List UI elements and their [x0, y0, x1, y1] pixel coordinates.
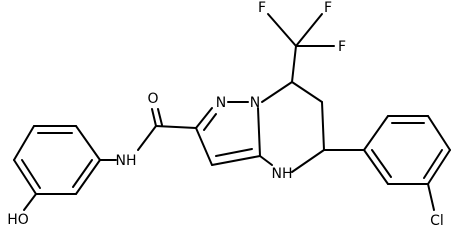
bond-n4-c3a [259, 155, 273, 166]
bond-c7-c6 [291, 81, 323, 103]
atom-hydroxyl: HO [7, 212, 29, 228]
bond-c7-cf3 [291, 45, 297, 83]
bond-cp5-chloro [427, 183, 435, 211]
atom-f-top-right: F [324, 0, 332, 16]
bond-ar5-hydroxyl [23, 193, 37, 211]
bond-c3a-n7a [257, 107, 261, 157]
bond-cp4-cp5 [427, 149, 451, 185]
atom-labels: F F F O N N NH NH HO Cl [7, 0, 444, 229]
bond-n7a-c7 [261, 81, 293, 103]
bond-ar3-ar4 [13, 125, 35, 161]
bond-cp6-cp1-inner [371, 149, 392, 178]
bond-ar6-ar1 [75, 159, 101, 195]
atom-ring-n2: N [250, 95, 260, 111]
atom-amide-nh: NH [116, 153, 137, 169]
bond-ar6-ar1-inner [72, 159, 93, 188]
atom-f-right: F [338, 39, 346, 55]
atom-chloro: Cl [430, 213, 444, 229]
bond-cf3-f-top-left [267, 13, 297, 47]
bond-cp3-cp4 [427, 115, 451, 151]
bond-carbonyl-oxygen-second [157, 108, 163, 126]
bond-ar4-ar5-inner [21, 159, 41, 189]
bond-c5-n4 [291, 149, 325, 173]
bond-c6-c5 [321, 101, 325, 151]
bond-c3-c3a [211, 155, 261, 166]
bond-carbonyl-oxygen [151, 108, 157, 127]
bond-ar1-ar2 [75, 125, 101, 161]
bond-cp6-cp1 [363, 149, 389, 185]
bond-ar4-ar5 [13, 159, 37, 195]
atom-carbonyl-oxygen: O [147, 91, 158, 107]
atom-f-top-left: F [258, 0, 266, 16]
bond-cp1-cp2 [363, 115, 389, 151]
bond-n1-c2-inner [203, 113, 217, 131]
bond-cp4-cp5-inner [423, 149, 443, 179]
atom-ring-nh: NH [272, 166, 293, 182]
bond-cf3-f-top-right [295, 13, 323, 47]
bond-carbonyl-amide-n [137, 125, 157, 151]
bond-n1-c2 [195, 107, 213, 129]
bond-c3-c3a-inner [215, 148, 253, 157]
bond-c2-c3 [195, 127, 213, 166]
bond-c2-carbonyl [155, 125, 197, 129]
atom-ring-n1: N [216, 95, 226, 111]
bond-layer [13, 13, 451, 211]
